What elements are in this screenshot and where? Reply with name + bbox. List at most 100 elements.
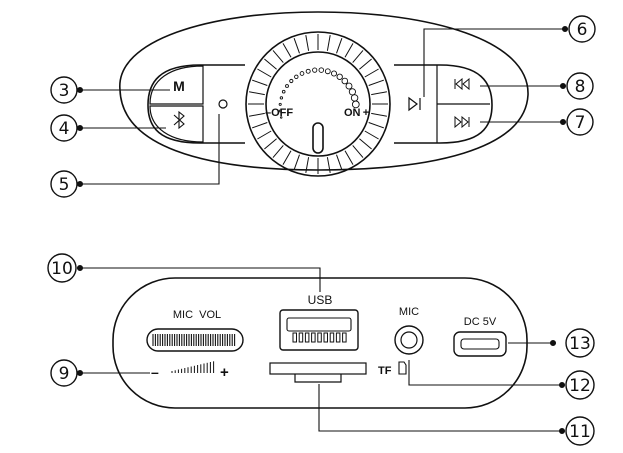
callout-7-circle — [566, 108, 594, 136]
usb-port-pins — [292, 332, 347, 343]
mic-volume-slider[interactable] — [146, 328, 244, 352]
knob-ridge — [344, 43, 354, 58]
knob-ridge — [371, 91, 387, 96]
callout-6-circle — [568, 15, 596, 43]
volume-knob-outer[interactable] — [245, 31, 391, 177]
knob-ridge — [352, 50, 364, 63]
knob-level-dot — [299, 71, 305, 76]
knob-ridge — [272, 145, 284, 158]
left-button-cluster — [147, 64, 245, 144]
mic-jack-label: MIC — [399, 306, 419, 318]
knob-level-dot — [278, 102, 282, 106]
callout-13-circle — [565, 328, 595, 358]
knob-ridge — [336, 154, 343, 170]
callout-8-circle — [566, 72, 594, 100]
knob-level-dot — [345, 82, 353, 90]
knob-level-dot — [348, 88, 356, 96]
knob-level-dot — [318, 67, 325, 73]
knob-level-dot — [289, 78, 294, 84]
usb-pin — [323, 332, 328, 343]
callout-12-circle — [565, 370, 595, 400]
bottom-port-panel — [112, 277, 528, 409]
callout-9: 9 — [59, 364, 70, 384]
callout-number-labels: 3 4 5 6 8 7 10 9 11 12 13 — [51, 20, 591, 442]
knob-ridge — [257, 130, 272, 140]
knob-ridge — [344, 150, 354, 165]
knob-ridge — [272, 50, 284, 63]
usb-pin — [298, 332, 304, 343]
knob-ridge — [352, 145, 364, 158]
knob-level-dot — [350, 94, 359, 102]
previous-track-icon[interactable] — [454, 77, 470, 91]
knob-level-dot — [279, 116, 283, 119]
callout-9-circle — [50, 359, 78, 387]
callout-3-circle — [50, 76, 78, 104]
knob-ridge — [305, 157, 310, 173]
knob-level-dot — [312, 67, 318, 73]
tf-card-slot[interactable] — [269, 362, 367, 375]
usb-port[interactable] — [279, 309, 359, 351]
knob-ridge — [264, 138, 277, 150]
knob-off-label: –OFF — [265, 107, 293, 119]
knob-ridge — [282, 150, 292, 165]
knob-level-dot — [341, 77, 349, 85]
bluetooth-icon — [173, 110, 185, 130]
callout-5-circle — [50, 170, 78, 198]
knob-level-dot — [351, 100, 360, 109]
volume-knob-inner — [265, 51, 371, 157]
callout-13: 13 — [569, 334, 591, 354]
dc-power-label: DC 5V — [464, 316, 497, 328]
usb-pin — [317, 332, 322, 343]
usb-pin — [335, 332, 341, 343]
knob-level-dot — [285, 84, 289, 88]
knob-ridge — [359, 138, 372, 150]
knob-ridge — [293, 38, 300, 54]
knob-ridge — [371, 112, 387, 117]
mode-button[interactable] — [149, 65, 204, 105]
knob-level-dot — [305, 68, 311, 74]
knob-ridge — [364, 68, 379, 78]
knob-ridge — [305, 35, 310, 51]
knob-ridge — [252, 122, 268, 129]
top-control-panel — [119, 11, 529, 177]
callout-4-circle — [50, 114, 78, 142]
top-panel-outline — [119, 11, 529, 171]
knob-level-dot — [278, 109, 282, 113]
dc-power-port-inner — [460, 338, 500, 350]
knob-level-dots — [278, 67, 360, 119]
callout-6: 6 — [577, 20, 588, 40]
mic-vol-label: MIC VOL — [173, 309, 221, 321]
mic-jack[interactable] — [394, 325, 424, 355]
mode-button-label: M — [173, 78, 185, 94]
volume-plus-label: + — [220, 364, 229, 381]
next-track-icon[interactable] — [454, 115, 470, 129]
knob-ridge — [368, 122, 384, 129]
knob-ridge — [257, 68, 272, 78]
callout-11-circle — [565, 416, 595, 446]
knob-ridge — [326, 157, 331, 173]
knob-level-dot — [330, 70, 338, 77]
knob-ridge — [336, 38, 343, 54]
right-button-cluster — [394, 64, 493, 144]
bluetooth-button[interactable] — [149, 105, 204, 143]
volume-minus-label: – — [151, 364, 159, 380]
callout-10-circle — [47, 253, 77, 283]
callout-4: 4 — [59, 119, 70, 139]
mic-jack-hole — [400, 331, 418, 349]
knob-level-dot — [336, 73, 343, 80]
knob-ridge — [368, 79, 384, 86]
knob-level-dot — [281, 89, 286, 94]
dc-power-port[interactable] — [453, 331, 507, 357]
usb-label: USB — [308, 293, 333, 307]
knob-ridge — [249, 91, 265, 96]
tf-label: TF — [378, 365, 392, 377]
callout-8: 8 — [575, 77, 586, 97]
knob-on-label: ON + — [344, 107, 369, 119]
knob-ridge — [359, 58, 372, 70]
play-pause-icon[interactable] — [408, 96, 421, 112]
knob-level-dot — [294, 74, 299, 80]
usb-pin — [311, 332, 316, 343]
knob-ridge — [282, 43, 292, 58]
usb-pin — [292, 332, 297, 343]
